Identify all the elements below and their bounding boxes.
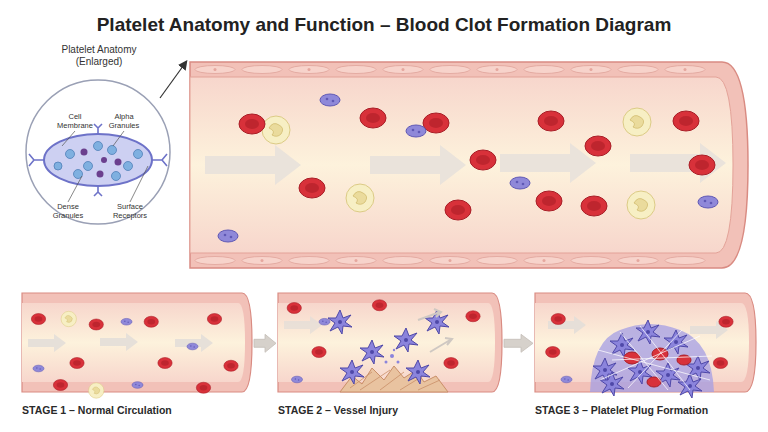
- part-label: Cell Membrane: [53, 113, 97, 130]
- blood-cells: [218, 94, 718, 242]
- part-label: Dense Granules: [46, 203, 90, 220]
- stage-panel: STAGE 3 – Platelet Plug Formation: [533, 290, 759, 420]
- stage-caption: STAGE 3 – Platelet Plug Formation: [535, 404, 708, 416]
- stage-caption: STAGE 2 – Vessel Injury: [278, 404, 398, 416]
- part-label: Surface Receptors: [108, 203, 152, 220]
- stage2-vessel: [278, 293, 502, 392]
- diagram-title: Platelet Anatomy and Function – Blood Cl…: [0, 14, 768, 36]
- part-label: Alpha Granules: [102, 113, 146, 130]
- platelet-inset: Platelet Anatomy (Enlarged) Cell Membrane…: [20, 40, 178, 230]
- stage-panel: STAGE 2 – Vessel Injury: [276, 290, 504, 420]
- main-vessel: [190, 62, 748, 268]
- inset-circle: [20, 40, 178, 230]
- inset-heading: Platelet Anatomy (Enlarged): [51, 44, 147, 68]
- stage3-vessel: [535, 293, 756, 398]
- leader-arrow: [160, 62, 186, 98]
- flow-arrows: [205, 143, 726, 185]
- stage-caption: STAGE 1 – Normal Circulation: [22, 404, 172, 416]
- platelet-plug: [590, 320, 714, 398]
- stage-arrow: [254, 334, 276, 352]
- stage1-vessel: [22, 293, 252, 398]
- stage-panel: STAGE 1 – Normal Circulation: [20, 290, 254, 420]
- stage-arrow: [504, 334, 533, 352]
